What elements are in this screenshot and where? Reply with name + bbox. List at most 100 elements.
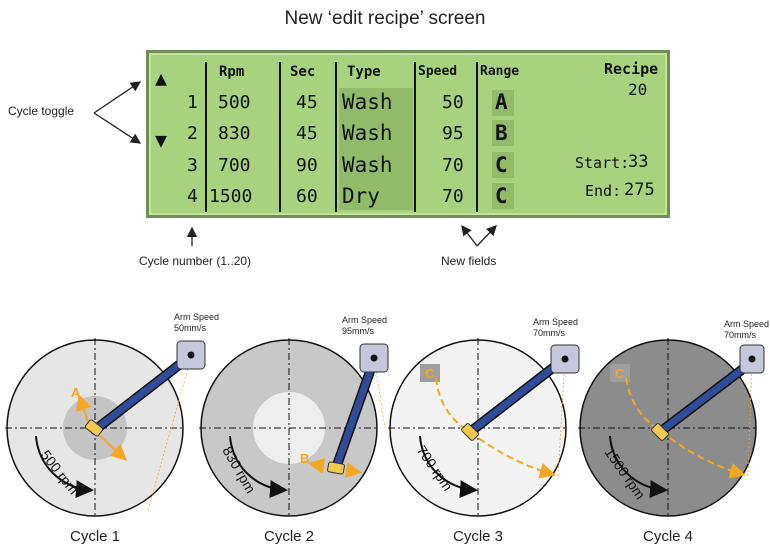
new-fields-annotation: New fields — [441, 254, 497, 268]
arm-speed-value: 70mm/s — [724, 330, 757, 340]
cycle-1-diagram — [5, 338, 206, 518]
range-badge-bg — [420, 364, 440, 382]
arm-speed-label: Arm Speed — [342, 315, 387, 325]
type-value[interactable]: Wash — [342, 90, 393, 114]
range-cell-shade-3 — [492, 152, 514, 178]
arm-speed-label: Arm Speed — [174, 312, 219, 322]
header-rpm: Rpm — [219, 64, 245, 80]
rpm-value[interactable]: 500 — [218, 92, 251, 113]
arm-head — [84, 419, 104, 437]
speed-value[interactable]: 70 — [442, 186, 464, 207]
cycle-caption: Cycle 4 — [642, 528, 694, 545]
rotation-arrow — [229, 435, 288, 499]
rpm-value[interactable]: 1500 — [209, 186, 253, 207]
recipe-label: Recipe — [604, 60, 659, 78]
recipe-value[interactable]: 20 — [628, 80, 648, 99]
start-value[interactable]: 33 — [628, 152, 649, 172]
header-speed: Speed — [418, 64, 458, 79]
page-title: New ‘edit recipe’ screen — [284, 8, 486, 29]
cycle-diagrams: Arm Speed 50mm/s Arm Speed 95mm/s Arm Sp… — [5, 312, 769, 518]
arm-pivot-dot — [370, 354, 378, 362]
sec-value[interactable]: 60 — [296, 186, 318, 207]
range-letter: C — [425, 366, 435, 381]
header-sec: Sec — [290, 64, 316, 80]
cycle-caption: Cycle 3 — [452, 528, 504, 545]
range-letter: A — [71, 385, 81, 400]
arm — [656, 358, 756, 436]
range-letter: C — [615, 366, 625, 381]
cycle-number: 3 — [187, 155, 198, 176]
range-value[interactable]: C — [495, 184, 508, 208]
cycle-number: 1 — [187, 92, 198, 113]
cycle-up-icon[interactable]: ▲ — [155, 66, 168, 90]
arm — [91, 354, 192, 434]
motion-arrow — [344, 462, 362, 478]
arm-speed-value: 95mm/s — [342, 326, 375, 336]
sec-value[interactable]: 45 — [296, 92, 318, 113]
range-value[interactable]: A — [495, 90, 508, 114]
range-letter: B — [300, 451, 309, 466]
arm-reach-line — [342, 355, 375, 469]
rotation-arrow — [35, 435, 94, 499]
range-value[interactable]: B — [495, 121, 508, 145]
arm-head — [651, 423, 669, 441]
cycle-caption: Cycle 1 — [69, 528, 121, 545]
cycle-down-icon[interactable]: ▼ — [155, 128, 168, 152]
cycle-3-diagram — [388, 338, 580, 518]
range-cell-shade-4 — [492, 183, 514, 209]
lcd-divider — [414, 62, 416, 212]
range-badge-bg — [610, 364, 630, 382]
end-label: End: — [585, 182, 622, 200]
speed-value[interactable]: 95 — [442, 123, 464, 144]
arm-pivot-dot — [561, 355, 569, 363]
motion-arrow — [99, 435, 127, 461]
arm-speed-label: Arm Speed — [724, 319, 769, 329]
arm-speed-value: 70mm/s — [533, 328, 566, 338]
speed-value[interactable]: 50 — [442, 92, 464, 113]
cycle-4-diagram — [578, 338, 765, 518]
arm — [332, 356, 378, 472]
cycle-toggle-arrow-up — [93, 81, 142, 114]
range-cell-shade-1 — [492, 90, 514, 116]
end-value[interactable]: 275 — [624, 180, 655, 200]
type-column-shade — [339, 88, 413, 210]
type-value[interactable]: Wash — [342, 153, 393, 177]
cycle-number: 4 — [187, 186, 198, 207]
arm-reach-line — [147, 353, 193, 511]
motion-arrow — [76, 394, 92, 423]
arm-pivot-dot — [187, 351, 195, 359]
motion-arrow — [308, 458, 326, 474]
new-fields-arrow-left — [461, 224, 478, 247]
cycle-toggle-arrow-down — [93, 112, 142, 144]
cycle-caption: Cycle 2 — [263, 528, 315, 545]
arm-head — [327, 461, 345, 475]
header-type: Type — [347, 64, 381, 80]
rpm-value[interactable]: 830 — [218, 123, 251, 144]
arm — [466, 356, 567, 436]
range-cell-shade-2 — [492, 120, 514, 146]
sec-value[interactable]: 90 — [296, 155, 318, 176]
arm-head — [461, 423, 479, 441]
cycle-2-diagram — [199, 338, 389, 518]
cycle-toggle-annotation: Cycle toggle — [8, 104, 75, 118]
sec-value[interactable]: 45 — [296, 123, 318, 144]
type-value[interactable]: Wash — [342, 121, 393, 145]
new-fields-arrow-right — [476, 225, 497, 247]
annotation-arrows — [93, 81, 497, 247]
rpm-value[interactable]: 700 — [218, 155, 251, 176]
start-label: Start: — [575, 154, 630, 172]
arm-speed-value: 50mm/s — [174, 323, 207, 333]
lcd-divider — [205, 62, 207, 212]
lcd-divider — [279, 62, 281, 212]
type-value[interactable]: Dry — [342, 184, 380, 208]
arm-speed-label: Arm Speed — [533, 317, 578, 327]
speed-value[interactable]: 70 — [442, 155, 464, 176]
lcd-divider — [335, 62, 337, 212]
rotation-arrow — [419, 435, 478, 499]
range-value[interactable]: C — [495, 153, 508, 177]
rotation-arrow — [609, 435, 668, 499]
arm-pivot-dot — [748, 355, 756, 363]
header-range: Range — [480, 64, 520, 79]
cycle-number-annotation: Cycle number (1..20) — [139, 254, 252, 268]
cycle-number: 2 — [187, 123, 198, 144]
